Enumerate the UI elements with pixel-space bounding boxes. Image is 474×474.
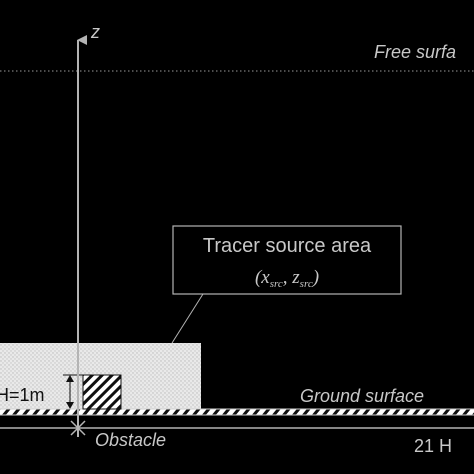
height-arrow-head-top [66, 375, 74, 382]
obstacle-block [82, 374, 122, 410]
tracer-source-title: Tracer source area [203, 235, 372, 257]
domain-length-label: 21 H [414, 436, 452, 456]
ground-surface-label: Ground surface [300, 386, 424, 406]
height-label: H=1m [0, 385, 45, 405]
free-surface-label: Free surfa [374, 42, 456, 62]
tracer-source-coords: (xsrc, zsrc) [255, 267, 319, 290]
height-arrow-head-bottom [66, 402, 74, 409]
z-axis-label: z [90, 22, 100, 42]
callout-leader [171, 293, 204, 344]
obstacle-label: Obstacle [95, 430, 166, 450]
ground-surface-strip [0, 409, 474, 415]
tracer-source-callout-box [172, 225, 402, 295]
